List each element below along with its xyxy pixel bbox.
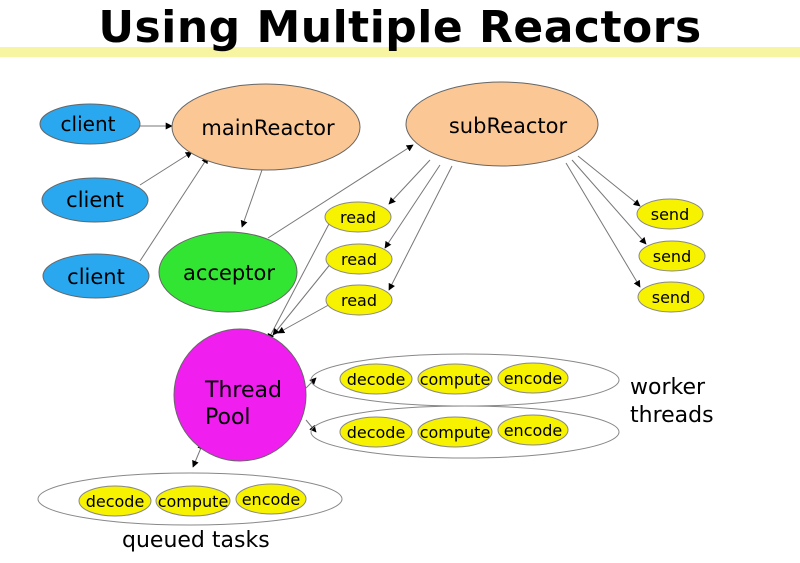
page-title: Using Multiple Reactors [98,2,702,53]
main-reactor-node: mainReactor [171,83,361,171]
arrow-subreactor-to-send2 [571,159,647,245]
svg-text:compute: compute [420,423,491,442]
arrow-subreactor-to-send3 [565,162,641,288]
worker-threads-label-line1: worker [630,375,706,400]
arrow-mainreactor-to-acceptor [240,169,263,228]
arrow-acceptor-to-subreactor [267,144,414,239]
svg-text:compute: compute [420,370,491,389]
svg-text:encode: encode [504,369,563,388]
send-node-1: send [636,198,704,230]
svg-text:send: send [653,247,691,266]
arrow-read3-to-threadpool [277,301,335,334]
svg-text:compute: compute [158,492,229,511]
acceptor-node: acceptor [158,231,298,313]
worker-threads-label-line2: threads [630,403,714,428]
arrow-read1-to-threadpool [267,221,331,341]
arrow-client2-to-mainreactor [139,151,193,186]
worker-task-decode: decode [339,363,413,395]
svg-text:read: read [341,250,377,269]
arrow-threadpool-to-workers1 [305,377,317,389]
read-node-3: read [325,284,393,316]
arrow-client3-to-mainreactor [139,156,209,262]
connectors [138,122,647,468]
queued-task-encode: encode [235,483,307,515]
svg-text:send: send [652,288,690,307]
svg-text:encode: encode [504,421,563,440]
svg-text:mainReactor: mainReactor [201,116,335,140]
arrow-threadpool-to-workers2 [305,419,317,433]
svg-text:Pool: Pool [205,405,251,430]
send-node-3: send [637,281,705,313]
svg-text:subReactor: subReactor [449,114,568,138]
thread-pool-node: Thread Pool [173,328,307,462]
svg-text:client: client [67,265,125,289]
svg-text:Thread: Thread [204,378,282,403]
worker-thread-group-1: decode compute encode [310,353,620,407]
worker-task-encode: encode [497,362,569,394]
sub-reactor-node: subReactor [405,81,599,167]
svg-text:decode: decode [347,423,406,442]
queued-tasks-label: queued tasks [122,528,270,553]
send-node-2: send [638,240,706,272]
svg-text:send: send [651,205,689,224]
svg-text:read: read [341,291,377,310]
svg-text:decode: decode [86,492,145,511]
svg-text:encode: encode [242,490,301,509]
queued-task-group: decode compute encode [37,472,343,526]
arrow-subreactor-to-send1 [577,155,641,207]
worker-threads-label: worker threads [630,374,714,430]
worker-task-compute: compute [417,363,493,395]
svg-text:decode: decode [347,370,406,389]
arrow-subreactor-to-read3 [388,165,453,291]
worker-task-compute: compute [417,416,493,448]
arrow-read2-to-threadpool [272,261,333,336]
queued-task-decode: decode [78,485,152,517]
read-node-1: read [324,201,392,233]
worker-thread-group-2: decode compute encode [310,405,620,459]
client-node-1: client [39,103,141,145]
title-underline-bar [0,47,800,57]
worker-task-encode: encode [497,414,569,446]
client-node-2: client [41,177,149,223]
svg-text:acceptor: acceptor [183,261,275,285]
worker-task-decode: decode [339,416,413,448]
arrow-subreactor-to-read2 [384,164,441,249]
arrow-subreactor-to-read1 [388,159,431,205]
svg-text:client: client [61,112,116,136]
svg-text:read: read [340,208,376,227]
queued-task-compute: compute [155,485,231,517]
client-node-3: client [42,253,150,299]
svg-text:client: client [66,188,124,212]
read-node-2: read [325,243,393,275]
